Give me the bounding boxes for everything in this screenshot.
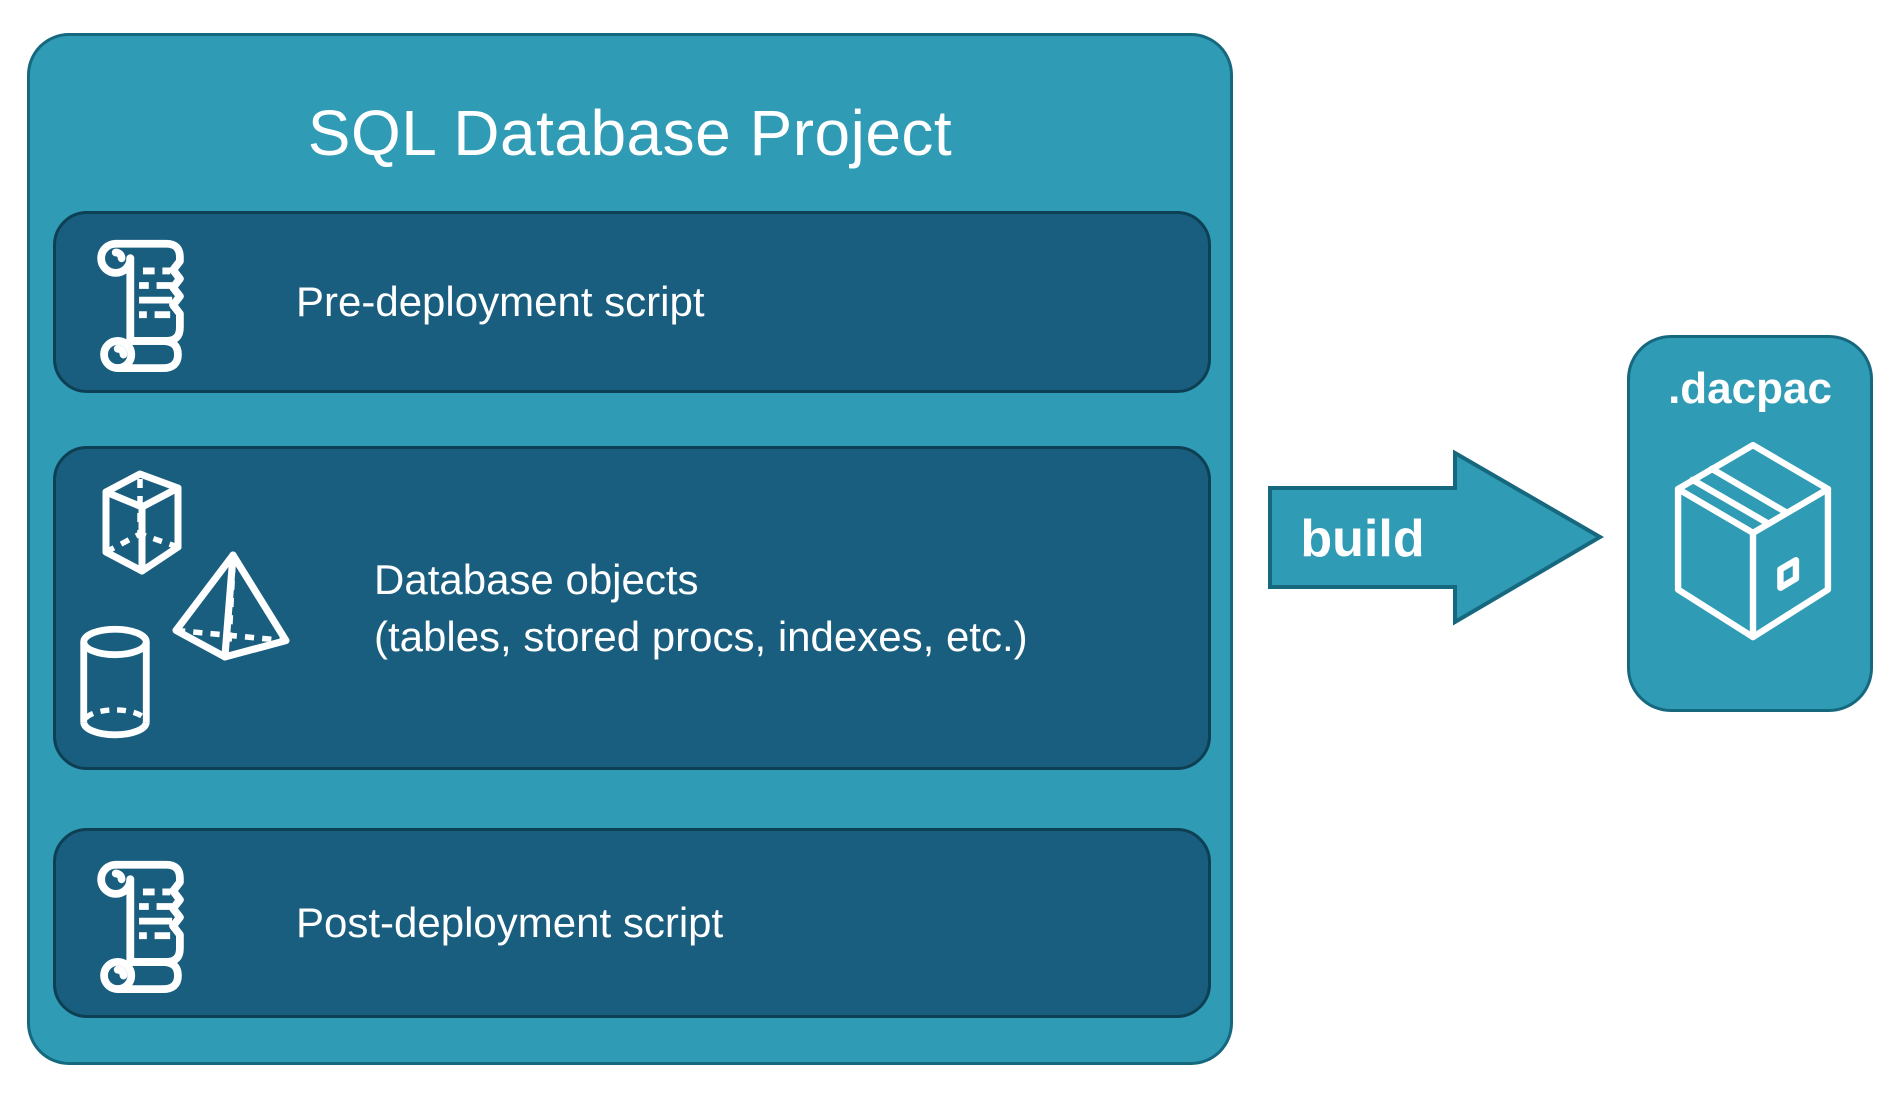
build-label: build [1300, 509, 1425, 568]
cylinder-icon [72, 623, 158, 743]
panel-pre-deployment-script: Pre-deployment script [53, 211, 1211, 393]
panel-post-deployment-script: Post-deployment script [53, 828, 1211, 1018]
package-icon [1661, 436, 1845, 648]
scroll-icon [80, 855, 202, 995]
database-objects-line1: Database objects [374, 556, 699, 603]
database-objects-line2: (tables, stored procs, indexes, etc.) [374, 613, 1028, 660]
build-arrow: build [1255, 440, 1615, 635]
pyramid-icon [166, 549, 296, 663]
dacpac-label: .dacpac [1668, 364, 1832, 413]
pre-deployment-label: Pre-deployment script [296, 278, 705, 325]
project-title: SQL Database Project [307, 97, 953, 169]
scroll-icon [80, 234, 202, 374]
database-objects-label: Database objects (tables, stored procs, … [374, 449, 1028, 767]
sql-database-project-box: SQL Database Project [27, 33, 1233, 1065]
dacpac-box: .dacpac [1627, 335, 1873, 712]
panel-database-objects: Database objects (tables, stored procs, … [53, 446, 1211, 770]
post-deployment-label: Post-deployment script [296, 899, 724, 946]
cube-icon [94, 467, 194, 579]
arrow-right-icon [1268, 449, 1604, 626]
